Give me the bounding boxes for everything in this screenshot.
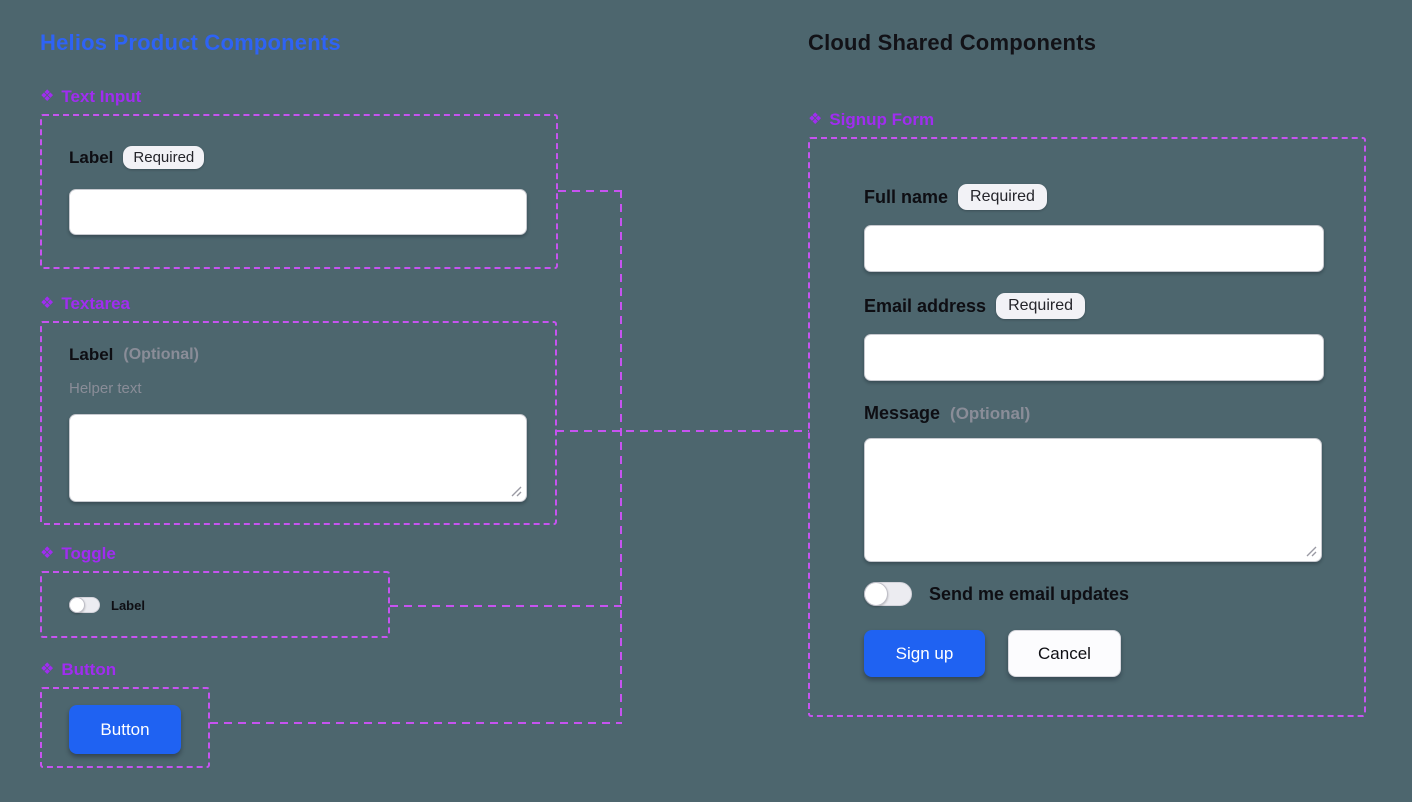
text-input-label-row: Label Required (69, 146, 205, 169)
connector-text-input (558, 190, 621, 192)
textarea-label-row: Label (Optional) (69, 345, 199, 365)
connector-button (210, 722, 621, 724)
field-label: Label (69, 345, 114, 364)
textarea-field[interactable] (69, 414, 527, 502)
connector-toggle (390, 605, 621, 607)
optional-suffix: (Optional) (123, 346, 199, 363)
email-label-row: Email address Required (864, 293, 1085, 319)
button-component-frame: Button (40, 687, 210, 768)
text-input-field[interactable] (69, 189, 527, 235)
full-name-label-row: Full name Required (864, 184, 1047, 210)
signup-form-frame: Full name Required Email address Require… (808, 137, 1366, 717)
connector-textarea-to-form (556, 430, 809, 432)
section-label-button: ❖ Button (40, 660, 116, 680)
section-label-textarea: ❖ Textarea (40, 294, 130, 314)
field-label: Message (864, 403, 941, 423)
section-label-toggle: ❖ Toggle (40, 544, 116, 564)
component-icon: ❖ (40, 545, 55, 562)
component-icon: ❖ (40, 661, 55, 678)
toggle-knob (864, 582, 888, 606)
full-name-input[interactable] (864, 225, 1324, 272)
helper-text: Helper text (69, 380, 142, 397)
required-badge: Required (123, 146, 205, 169)
toggle-switch[interactable] (69, 597, 100, 613)
toggle-knob (69, 597, 85, 613)
updates-toggle-label: Send me email updates (929, 583, 1130, 604)
sign-up-button[interactable]: Sign up (864, 630, 985, 677)
component-icon: ❖ (808, 111, 823, 128)
textarea-component-frame: Label (Optional) Helper text (40, 321, 557, 525)
component-icon: ❖ (40, 88, 55, 105)
cancel-button[interactable]: Cancel (1008, 630, 1121, 677)
helios-title: Helios Product Components (40, 30, 341, 55)
toggle-row: Label (69, 597, 145, 613)
component-icon: ❖ (40, 295, 55, 312)
section-label-text-input: ❖ Text Input (40, 87, 141, 107)
updates-toggle-switch[interactable] (864, 582, 912, 606)
text-input-component-frame: Label Required (40, 114, 558, 269)
sample-button[interactable]: Button (69, 705, 181, 754)
updates-toggle-row: Send me email updates (864, 582, 1129, 606)
message-textarea[interactable] (864, 438, 1322, 562)
field-label: Email address (864, 295, 987, 316)
field-label: Full name (864, 186, 949, 207)
section-label-text: Signup Form (829, 110, 935, 129)
section-label-text: Toggle (61, 544, 116, 563)
textarea-wrap (69, 414, 527, 502)
message-textarea-wrap (864, 438, 1322, 562)
resize-handle-icon[interactable] (510, 485, 522, 497)
toggle-component-frame: Label (40, 571, 390, 638)
resize-handle-icon[interactable] (1305, 545, 1317, 557)
toggle-label: Label (111, 597, 145, 613)
required-badge: Required (958, 184, 1047, 210)
section-label-text: Text Input (61, 87, 142, 106)
field-label: Label (69, 147, 114, 167)
optional-suffix: (Optional) (950, 403, 1031, 423)
connector-trunk (620, 190, 622, 724)
message-label-row: Message (Optional) (864, 403, 1030, 424)
section-label-text: Textarea (61, 294, 131, 313)
email-input[interactable] (864, 334, 1324, 381)
required-badge: Required (996, 293, 1085, 319)
section-label-text: Button (61, 660, 117, 679)
cloud-title: Cloud Shared Components (808, 30, 1097, 55)
section-label-signup-form: ❖ Signup Form (808, 110, 934, 130)
